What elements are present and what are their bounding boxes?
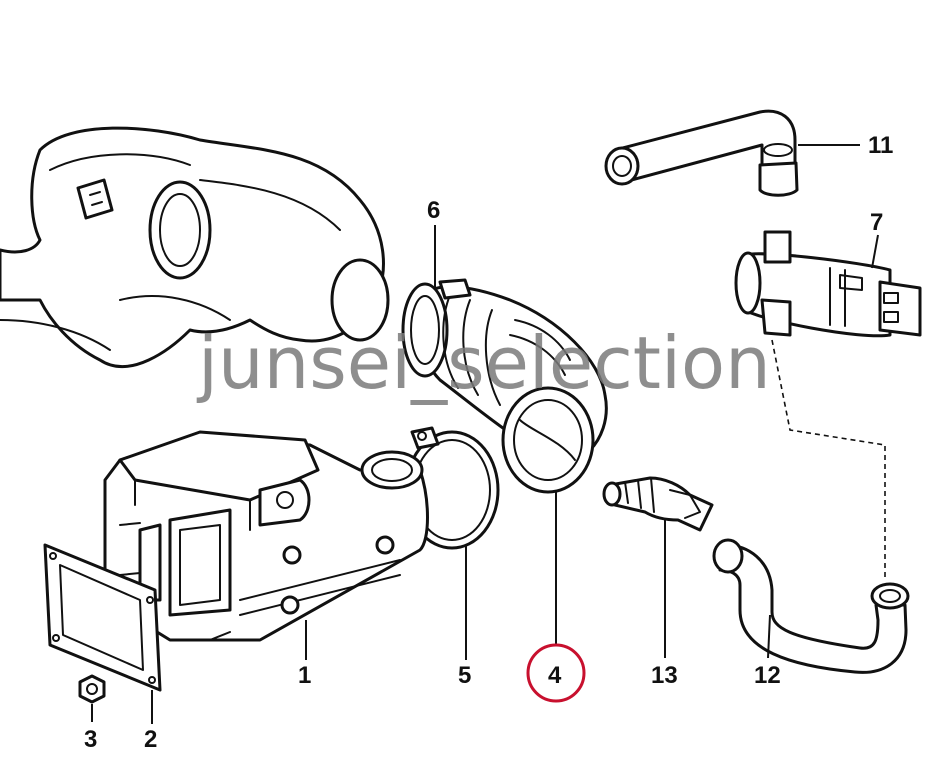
callout-11: 11 xyxy=(868,132,893,159)
part-3-nut xyxy=(78,674,106,704)
callout-4: 4 xyxy=(548,662,562,689)
part-7-idle-valve xyxy=(734,230,922,338)
part-1-air-flow-meter xyxy=(103,430,429,642)
callout-13: 13 xyxy=(651,662,678,689)
part-13-connector xyxy=(602,476,714,532)
part-5-clamp xyxy=(404,426,500,550)
callout-1: 1 xyxy=(298,662,311,689)
leader-lines xyxy=(91,144,879,724)
callout-2: 2 xyxy=(144,726,157,753)
part-2-gasket xyxy=(43,543,162,692)
callout-12: 12 xyxy=(754,662,781,689)
part-6-intake-boot xyxy=(401,278,608,494)
part-11-bent-hose xyxy=(604,109,799,197)
callout-5: 5 xyxy=(458,662,471,689)
highlight-circle xyxy=(526,643,586,703)
leader-7 xyxy=(871,234,879,269)
routing-line xyxy=(771,339,886,580)
callout-labels: 11 7 6 1 5 4 13 12 3 2 xyxy=(84,132,893,753)
intake-manifold xyxy=(0,126,390,368)
callout-6: 6 xyxy=(427,197,440,224)
callout-3: 3 xyxy=(84,726,97,753)
part-12-formed-hose xyxy=(712,538,910,674)
watermark-text: junsei_selection xyxy=(196,321,771,405)
leader-12 xyxy=(767,614,771,659)
callout-7: 7 xyxy=(870,209,883,236)
